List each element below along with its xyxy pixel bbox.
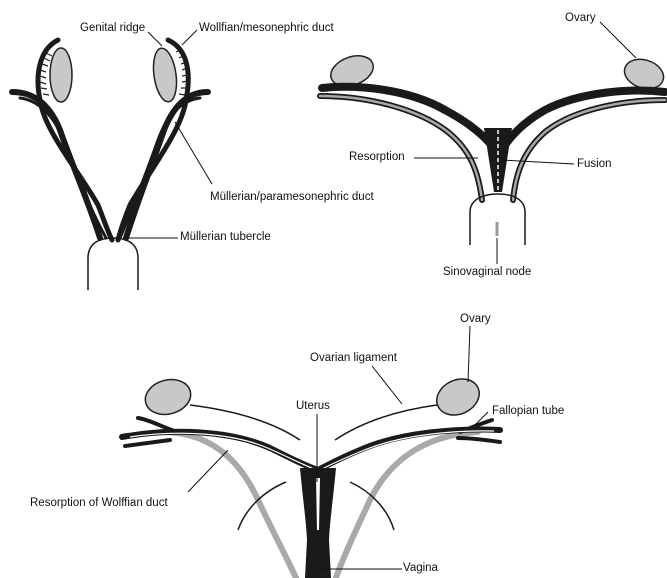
wolffian-duct-b-left-core <box>320 96 482 200</box>
leader-fusion <box>502 160 574 164</box>
wolffian-duct-left <box>38 40 112 240</box>
label-resorption: Resorption <box>349 151 405 164</box>
label-fusion: Fusion <box>577 158 612 171</box>
genital-ridge-left <box>50 48 72 102</box>
label-wolffian-duct: Wollfian/mesonephric duct <box>199 22 334 35</box>
panel-a-indifferent-stage <box>12 30 212 290</box>
mullerian-duct-left <box>12 92 100 238</box>
panel-b-fusion-stage <box>320 22 667 264</box>
fallopian-tube-right <box>318 430 500 470</box>
label-genital-ridge: Genital ridge <box>80 22 145 35</box>
label-ovarian-ligament: Ovarian ligament <box>310 352 397 365</box>
urogenital-sinus-b <box>470 194 525 245</box>
leader-resorption-wolffian <box>188 450 228 492</box>
genital-ridge-right <box>150 47 179 104</box>
urogenital-sinus-a <box>88 238 138 290</box>
leader-wolffian-duct <box>182 30 197 45</box>
label-resorption-wolffian: Resorption of Wolffian duct <box>30 497 168 510</box>
wolffian-duct-b-left <box>320 96 482 200</box>
label-sinovaginal-node: Sinovaginal node <box>443 266 531 279</box>
leader-ovary-c <box>468 326 470 382</box>
ovary-c-left <box>141 375 194 420</box>
label-vagina: Vagina <box>403 562 438 575</box>
label-ovary-c: Ovary <box>460 313 491 326</box>
label-mullerian-duct: Müllerian/paramesonephric duct <box>210 191 374 204</box>
label-fallopian-tube: Fallopian tube <box>492 405 564 418</box>
ovary-c-right <box>431 372 485 421</box>
leader-ovarian-ligament <box>372 366 402 404</box>
leader-genital-ridge <box>148 32 162 46</box>
label-mullerian-tubercle: Müllerian tubercle <box>180 231 271 244</box>
leader-ovary-b <box>600 22 636 58</box>
leader-mullerian-duct <box>175 122 212 184</box>
label-ovary-b: Ovary <box>565 12 596 25</box>
mullerian-duct-right <box>126 92 208 238</box>
label-uterus: Uterus <box>296 400 330 413</box>
